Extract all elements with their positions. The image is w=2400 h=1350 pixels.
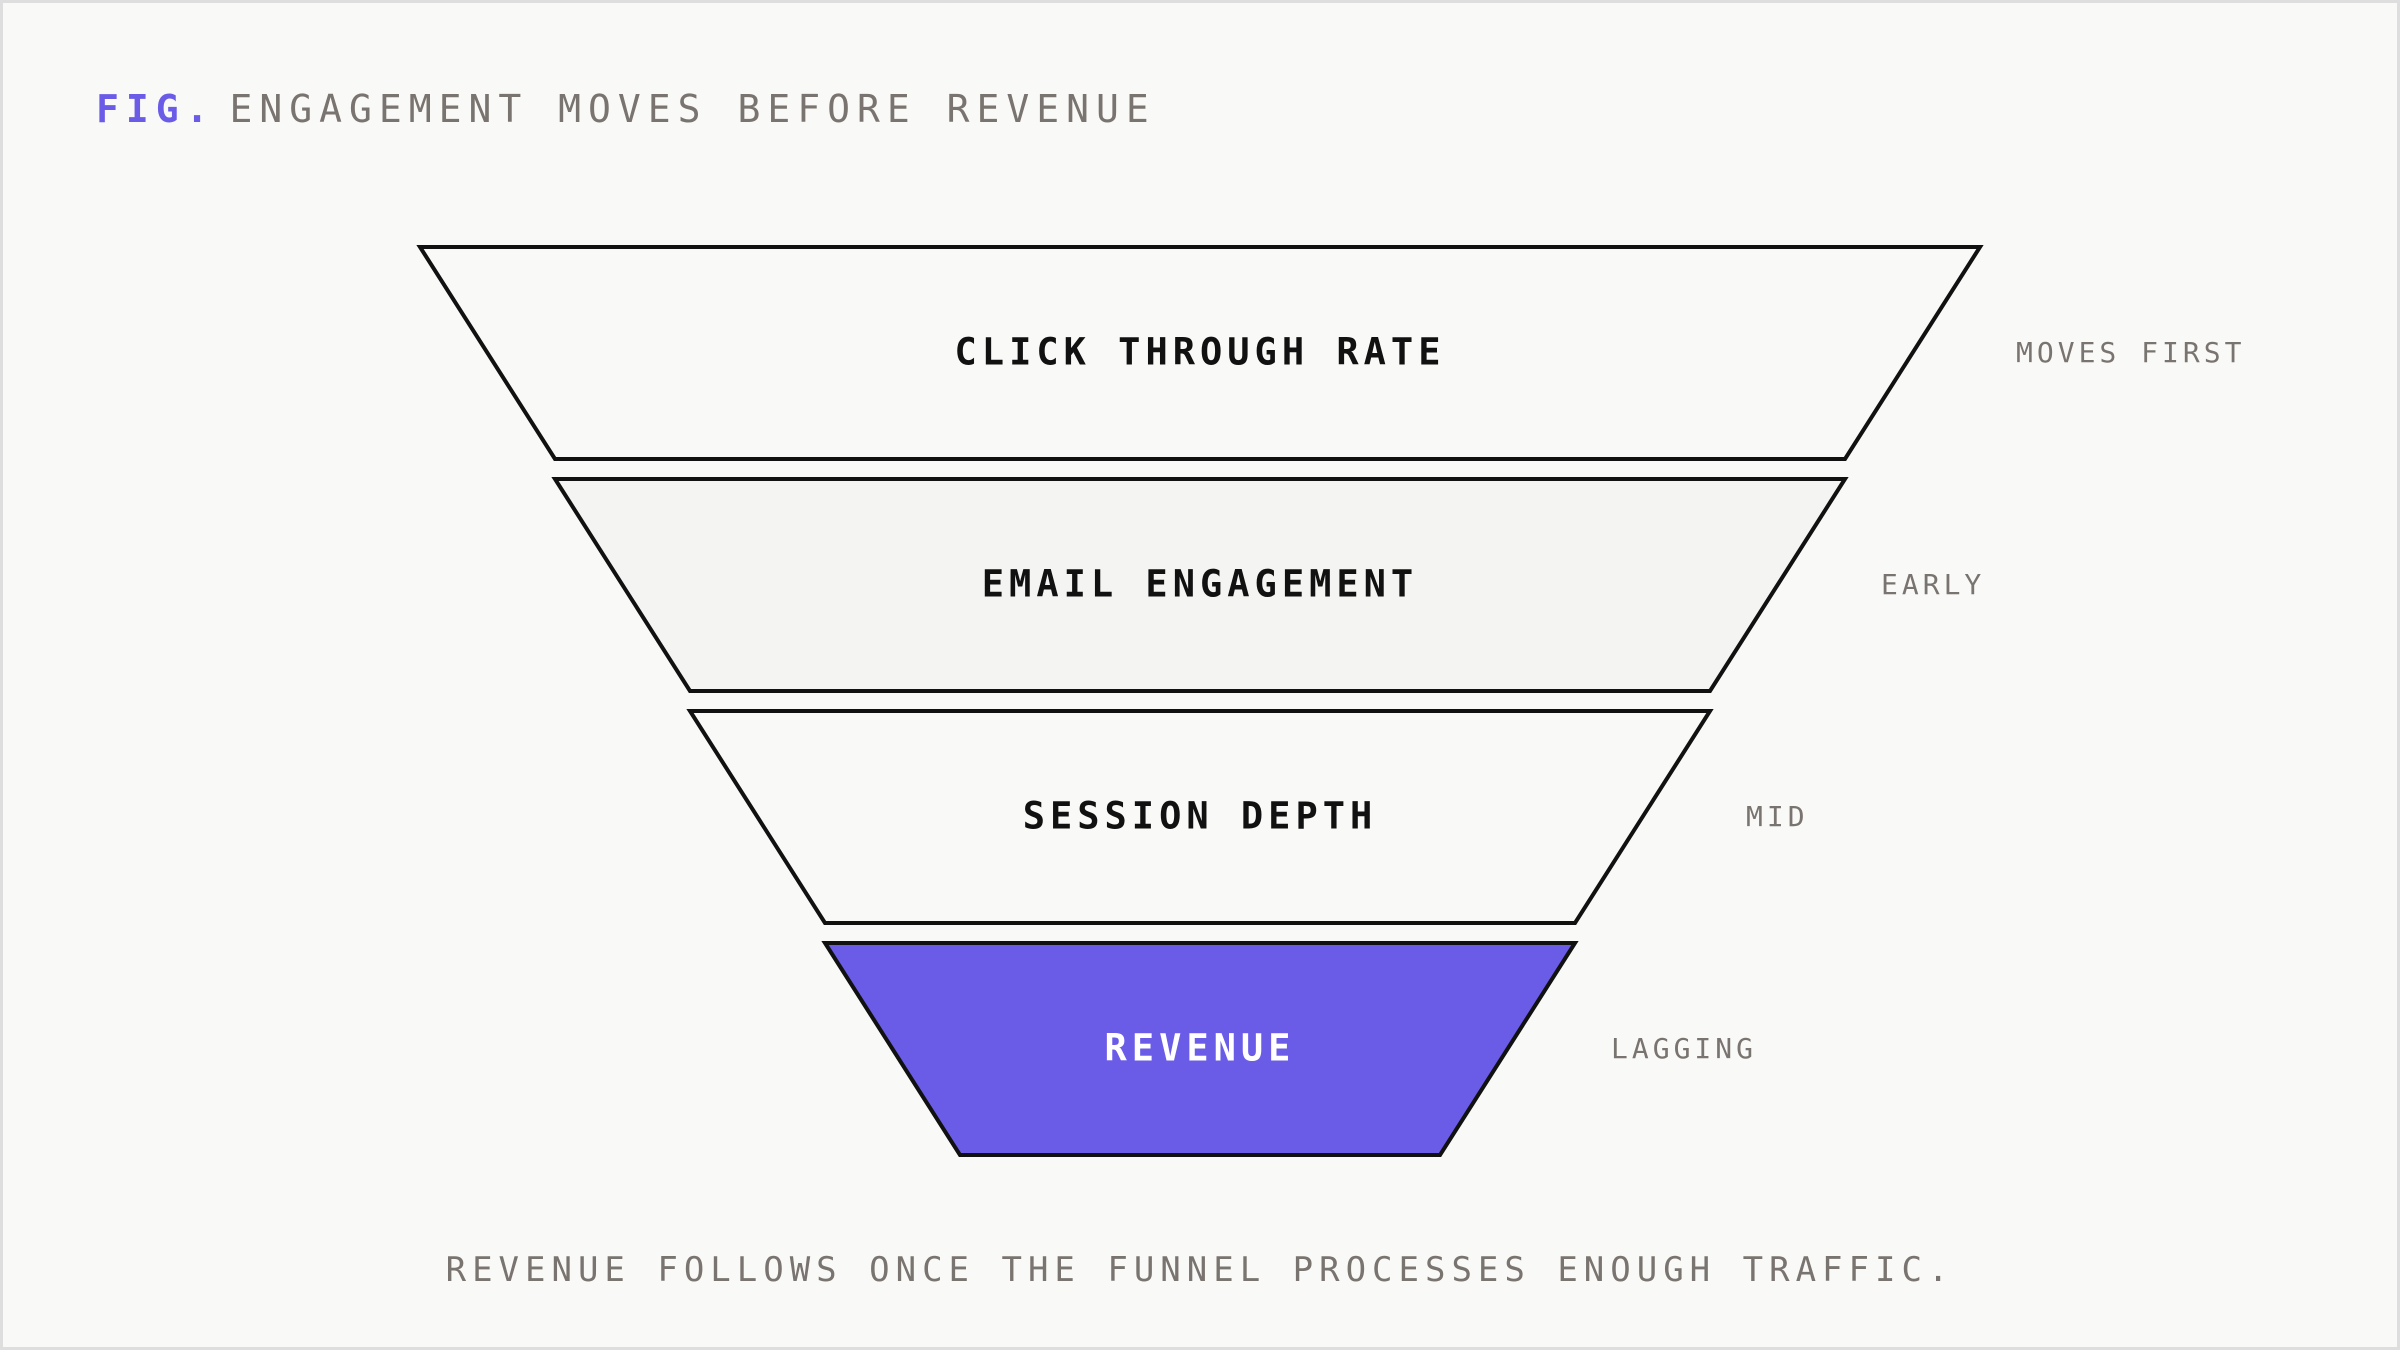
- funnel-stage-3-label: SESSION DEPTH: [1023, 795, 1378, 838]
- funnel-stage-2-label: EMAIL ENGAGEMENT: [982, 563, 1418, 606]
- figure-caption: REVENUE FOLLOWS ONCE THE FUNNEL PROCESSE…: [445, 1250, 1955, 1290]
- funnel-stage-3: SESSION DEPTH MID: [686, 709, 1809, 925]
- funnel-stage-2-shape: [551, 477, 1849, 693]
- figure-frame: FIG. ENGAGEMENT MOVES BEFORE REVENUE CLIC…: [3, 3, 2397, 1347]
- funnel-stage-3-side-label: MID: [1746, 800, 1809, 833]
- funnel-stage-4-shape: [821, 941, 1579, 1157]
- funnel-stage-4-label: REVENUE: [1105, 1027, 1296, 1070]
- funnel-stage-4-side-label: LAGGING: [1611, 1032, 1757, 1065]
- figure-title: FIG. ENGAGEMENT MOVES BEFORE REVENUE: [96, 87, 1156, 131]
- funnel-stage-2: EMAIL ENGAGEMENT EARLY: [551, 477, 1985, 693]
- funnel-stage-1-side-label: MOVES FIRST: [2016, 336, 2245, 369]
- funnel-stage-1-shape: [416, 245, 1984, 461]
- funnel-stage-4: REVENUE LAGGING: [821, 941, 1757, 1157]
- funnel-stage-2-side-label: EARLY: [1881, 568, 1985, 601]
- funnel-stage-3-shape: [686, 709, 1714, 925]
- figure-title-text: ENGAGEMENT MOVES BEFORE REVENUE: [229, 87, 1156, 131]
- figure-prefix: FIG.: [96, 87, 216, 131]
- funnel-stage-1: CLICK THROUGH RATE MOVES FIRST: [416, 245, 2245, 461]
- funnel-stage-1-label: CLICK THROUGH RATE: [955, 331, 1446, 374]
- funnel-diagram: CLICK THROUGH RATE MOVES FIRST EMAIL ENG…: [416, 245, 2245, 1157]
